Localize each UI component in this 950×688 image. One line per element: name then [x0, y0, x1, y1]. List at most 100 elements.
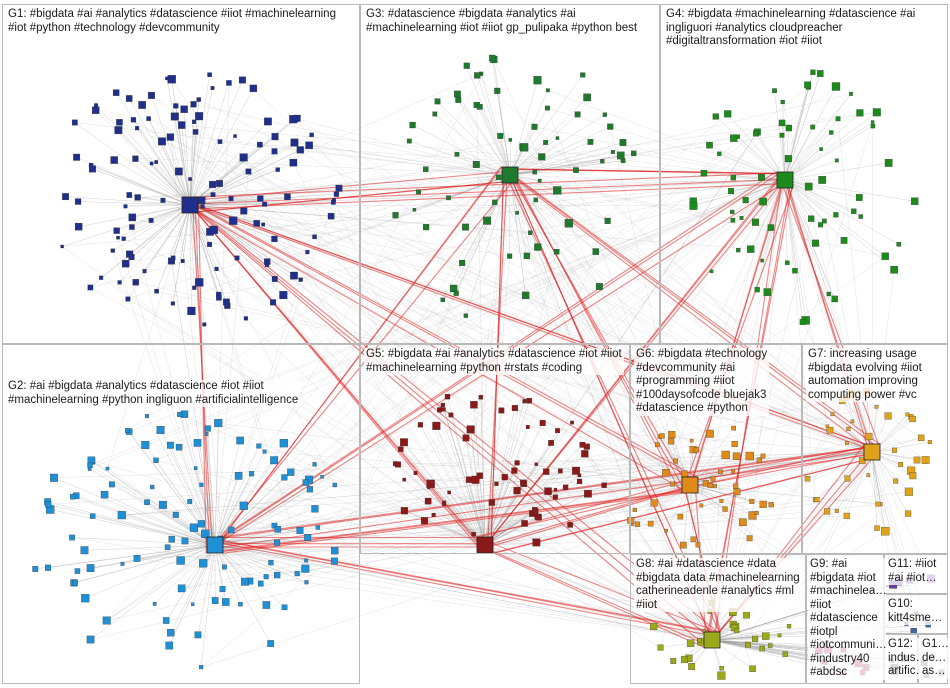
node	[274, 526, 282, 533]
node	[73, 153, 81, 161]
edge	[106, 451, 873, 621]
edge	[424, 520, 486, 546]
edge	[484, 470, 577, 546]
node	[74, 198, 82, 205]
edge	[295, 118, 873, 453]
edge	[236, 257, 486, 546]
edge	[484, 490, 549, 546]
node	[494, 481, 499, 486]
node	[545, 105, 550, 111]
node	[872, 108, 881, 117]
edge	[62, 204, 191, 247]
node	[422, 166, 429, 172]
edge	[214, 516, 681, 546]
edge	[509, 135, 782, 176]
node	[826, 291, 831, 297]
node	[527, 230, 533, 235]
node	[881, 527, 890, 536]
node	[497, 132, 504, 139]
node	[707, 482, 713, 489]
edge	[89, 179, 786, 470]
edge	[214, 520, 631, 546]
node	[822, 218, 827, 224]
node	[412, 208, 417, 212]
edge	[251, 473, 486, 546]
node	[275, 167, 280, 172]
edge	[509, 93, 851, 176]
edge	[711, 639, 771, 646]
node	[548, 440, 554, 446]
edge	[871, 451, 932, 579]
node	[80, 546, 89, 555]
node	[754, 510, 759, 515]
edge	[732, 179, 786, 221]
edge	[518, 183, 682, 494]
node	[533, 197, 538, 203]
node	[267, 640, 275, 647]
node	[243, 316, 248, 321]
edge	[214, 423, 219, 546]
node	[130, 117, 137, 123]
node	[768, 502, 774, 508]
edge	[128, 98, 191, 206]
edge	[214, 544, 710, 612]
node	[581, 450, 589, 458]
edge	[136, 544, 216, 559]
node	[245, 168, 252, 175]
edge	[846, 451, 873, 516]
node	[511, 405, 518, 412]
node	[462, 223, 469, 231]
group-box-g8	[630, 554, 806, 684]
node	[248, 471, 255, 477]
group-box-g6	[630, 344, 802, 554]
edge	[189, 204, 561, 472]
edge	[761, 179, 786, 261]
edge	[172, 204, 191, 304]
edge	[484, 462, 518, 546]
node	[178, 121, 186, 129]
edge	[784, 128, 790, 181]
node	[112, 89, 120, 96]
edge	[119, 204, 191, 283]
node	[689, 201, 698, 210]
edge	[90, 544, 216, 569]
edge	[197, 544, 216, 635]
edge	[189, 204, 751, 250]
node	[845, 441, 849, 445]
node	[546, 88, 550, 93]
edge	[484, 131, 758, 546]
edge	[420, 424, 486, 546]
edge	[264, 179, 786, 205]
node	[772, 88, 777, 94]
edge	[189, 141, 221, 206]
node	[647, 520, 654, 527]
edge	[509, 80, 538, 176]
node	[187, 306, 196, 316]
edge	[260, 179, 786, 584]
node	[71, 119, 78, 126]
node	[818, 222, 824, 228]
node	[156, 426, 165, 434]
node	[492, 199, 498, 205]
node	[99, 275, 104, 280]
edge	[172, 174, 511, 304]
node	[736, 247, 741, 253]
node	[165, 76, 169, 81]
edge	[309, 145, 511, 176]
node	[814, 497, 820, 503]
node	[553, 487, 558, 492]
node	[202, 322, 207, 327]
edge	[484, 430, 558, 546]
edge	[214, 544, 227, 603]
node	[191, 602, 195, 606]
edge	[132, 204, 191, 218]
node	[222, 598, 230, 606]
edge	[784, 179, 860, 198]
node	[739, 216, 744, 220]
edge	[720, 451, 873, 473]
node	[659, 433, 665, 439]
edge	[824, 221, 873, 453]
node	[128, 254, 135, 261]
node	[219, 586, 226, 593]
node	[522, 399, 527, 404]
